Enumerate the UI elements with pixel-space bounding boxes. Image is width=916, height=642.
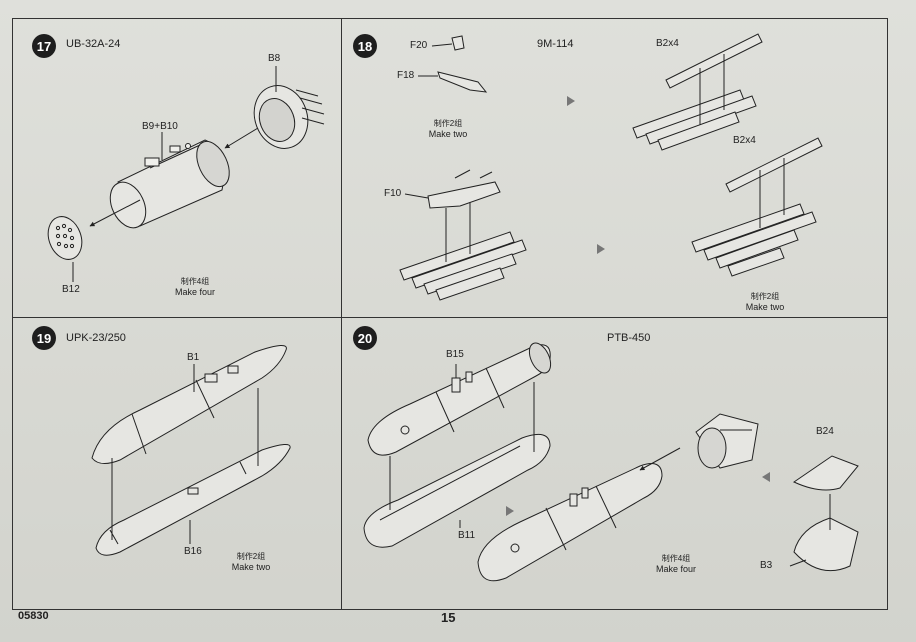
panel-divider-vertical xyxy=(341,18,343,610)
quantity-note: 制作4组 Make four xyxy=(175,276,215,298)
quantity-note-en: Make two xyxy=(428,129,468,139)
step20-leader-lines xyxy=(389,364,831,567)
part-label-b16: B16 xyxy=(184,546,202,557)
part-label-b3: B3 xyxy=(760,560,773,571)
part-label-b8: B8 xyxy=(268,53,281,64)
part-label-b2x4: B2x4 xyxy=(733,135,756,146)
step18-missile-bundle-left xyxy=(399,231,527,301)
step-title: PTB-450 xyxy=(607,332,651,344)
step20-tank-lower-half xyxy=(363,433,551,548)
quantity-note-cn: 制作4组 xyxy=(180,277,210,286)
step-number-badge: 17 xyxy=(32,34,56,58)
step18-missile-bottom xyxy=(691,137,823,277)
page-frame xyxy=(12,18,888,610)
part-label-f20: F20 xyxy=(410,40,428,51)
step17-arrows xyxy=(72,66,277,282)
page-number: 15 xyxy=(441,610,456,625)
step19-gun-pod-lower xyxy=(95,444,291,556)
quantity-note: 制作4组 Make four xyxy=(656,553,696,575)
quantity-note-cn: 制作2组 xyxy=(236,552,266,561)
step-title: UB-32A-24 xyxy=(66,38,121,50)
part-label-b15: B15 xyxy=(446,349,464,360)
quantity-note: 制作2组 Make two xyxy=(232,551,271,573)
step18-small-parts xyxy=(427,35,501,209)
step-title: UPK-23/250 xyxy=(66,332,126,344)
step20-tail-cone xyxy=(695,413,759,469)
quantity-note: 制作2组 Make two xyxy=(429,118,468,140)
part-label-f10: F10 xyxy=(384,188,402,199)
step17-nose-cluster xyxy=(253,85,325,149)
step20-arrow-center xyxy=(506,506,514,516)
part-label-b1: B1 xyxy=(187,352,200,363)
part-label-b12: B12 xyxy=(62,284,80,295)
step20-arrow-right xyxy=(762,472,770,482)
part-label-b11: B11 xyxy=(458,530,476,541)
part-label-b9-b10: B9+B10 xyxy=(142,121,178,132)
part-label-f18: F18 xyxy=(397,70,415,81)
step18-arrow-top xyxy=(567,96,575,106)
product-code: 05830 xyxy=(18,610,49,622)
step-number-badge: 20 xyxy=(353,326,377,350)
step20-tank-upper-half xyxy=(367,342,552,456)
step17-end-plate xyxy=(47,216,83,260)
part-label-b2x4: B2x4 xyxy=(656,38,679,49)
step18-arrow-bottom xyxy=(597,244,605,254)
step20-tank-assembled xyxy=(477,463,663,582)
quantity-note-cn: 制作2组 xyxy=(750,292,780,301)
quantity-note-en: Make four xyxy=(655,564,697,574)
step17-pod-body xyxy=(109,139,230,229)
step-number-badge: 18 xyxy=(353,34,377,58)
quantity-note-cn: 制作4组 xyxy=(661,554,691,563)
step18-missile-top xyxy=(632,33,763,151)
step19-gun-pod-upper xyxy=(91,345,287,464)
step18-leader-lines xyxy=(404,43,785,262)
quantity-note-en: Make two xyxy=(745,302,785,312)
quantity-note: 制作2组 Make two xyxy=(746,291,785,313)
quantity-note-cn: 制作2组 xyxy=(433,119,463,128)
panel-divider-horizontal xyxy=(12,317,888,319)
step-title: 9M-114 xyxy=(537,38,574,50)
quantity-note-en: Make two xyxy=(231,562,271,572)
step-number-badge: 19 xyxy=(32,326,56,350)
step20-fairing-parts xyxy=(792,455,859,572)
quantity-note-en: Make four xyxy=(174,287,216,297)
part-label-b24: B24 xyxy=(816,426,834,437)
step19-leader-lines xyxy=(111,364,259,544)
